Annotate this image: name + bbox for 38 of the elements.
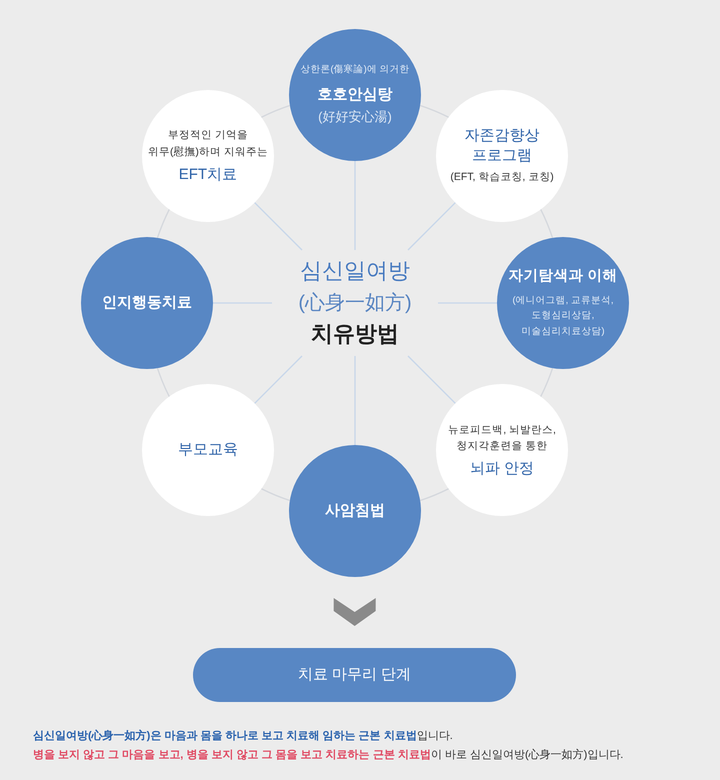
spoke-line bbox=[354, 161, 356, 250]
heading-text: 부모교육 bbox=[178, 440, 238, 460]
spoke-line bbox=[354, 356, 356, 445]
subtitle-text: (心身一如方) bbox=[298, 291, 412, 316]
heading-text: 치유방법 bbox=[311, 320, 399, 348]
spoke-line bbox=[254, 356, 302, 404]
ring-arc bbox=[156, 368, 170, 397]
stage-label: 치료 마무리 단계 bbox=[298, 665, 412, 685]
heading-text: 자존감향상 프로그램 bbox=[464, 126, 541, 165]
chevron-arrow bbox=[334, 598, 376, 626]
heading-text: EFT치료 bbox=[178, 164, 238, 184]
spoke-line bbox=[408, 356, 456, 404]
heading-text: 호호안심탕 bbox=[318, 85, 392, 105]
heading-text: 자기탐색과 이해 bbox=[508, 267, 618, 286]
heading-text: 사암침법 bbox=[325, 501, 385, 521]
spoke-line bbox=[213, 302, 272, 304]
caption-text: 부정적인 기억을 위무(慰撫)하며 지워주는 bbox=[148, 128, 268, 160]
caption-text: 상한론(傷寒論)에 의거한 bbox=[300, 64, 410, 76]
note-text: 병을 보지 않고 그 마음을 보고, 병을 보지 않고 그 몸을 보고 치료하는 근본 치료법이 바로 심신일여방(心身一如方)입니다. bbox=[33, 748, 624, 762]
spoke-line bbox=[438, 302, 497, 304]
ring-arc bbox=[156, 209, 170, 238]
ring-arc bbox=[420, 104, 449, 118]
ring-arc bbox=[540, 368, 554, 397]
spoke-line bbox=[254, 202, 302, 250]
caption-text: (에니어그램, 교류분석, 도형심리상담, 미술심리치료상담) bbox=[511, 294, 615, 339]
spoke-line bbox=[408, 202, 456, 250]
ring-arc bbox=[261, 104, 290, 118]
caption-text: (EFT, 학습코칭, 코칭) bbox=[450, 170, 554, 185]
ring-arc bbox=[261, 488, 290, 502]
heading-text: 뇌파 안정 bbox=[470, 459, 534, 479]
title-text: 심신일여방 bbox=[300, 257, 410, 286]
heading-text: 인지행동치료 bbox=[102, 293, 192, 313]
note-text: 심신일여방(心身一如方)은 마음과 몸을 하나로 보고 치료해 임하는 근본 치료법입니다. bbox=[33, 728, 453, 743]
subheading-text: (好好安心湯) bbox=[318, 108, 392, 126]
caption-text: 뉴로피드백, 뇌발란스, 청지각훈련을 통한 bbox=[447, 422, 557, 454]
ring-arc bbox=[540, 209, 554, 238]
pill-box bbox=[193, 648, 516, 702]
ring-arc bbox=[420, 488, 449, 502]
